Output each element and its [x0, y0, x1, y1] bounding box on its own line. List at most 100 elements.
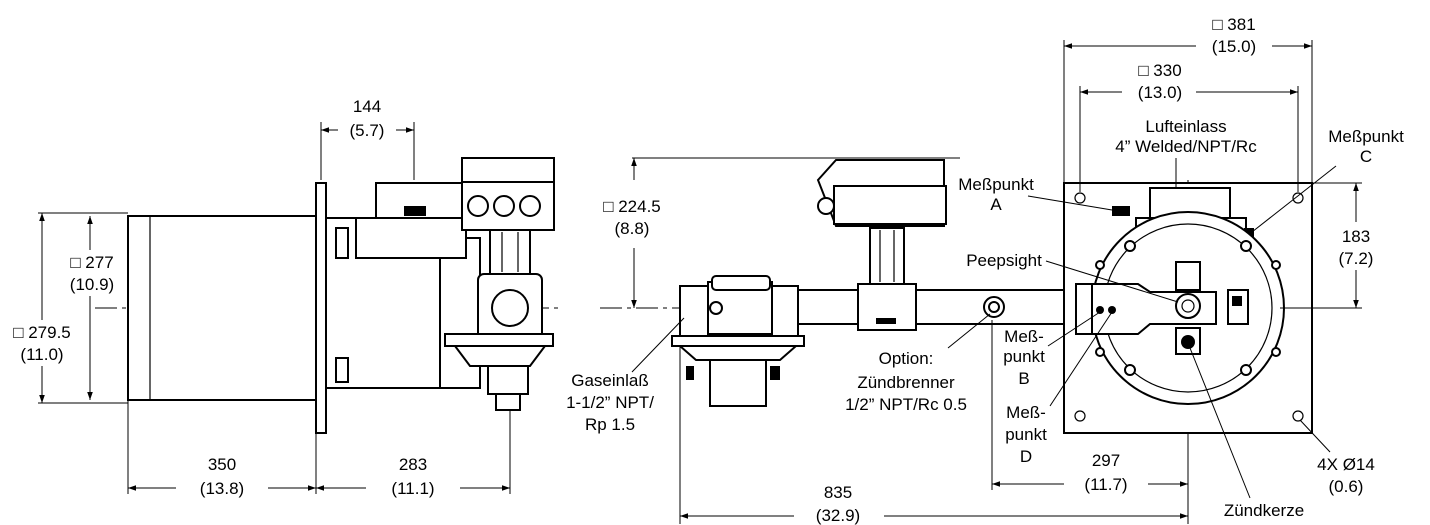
dim-283: 283 — [399, 455, 427, 474]
body-bolt-top — [335, 227, 349, 259]
dim-224: □ 224.5 — [603, 197, 661, 216]
scanner-detail — [1232, 296, 1242, 306]
flange-bolt — [1271, 260, 1281, 270]
flange-bolt — [1095, 347, 1105, 357]
regulator-cap — [495, 393, 521, 411]
dim-283-in: (11.1) — [391, 479, 434, 498]
dim-144-in: (5.7) — [350, 121, 385, 140]
dim-381: □ 381 — [1212, 15, 1255, 34]
gas-inlet-label-1: Gaseinlaß — [571, 371, 648, 390]
spark-plug-label: Zündkerze — [1224, 501, 1304, 520]
ignition-port-top — [1175, 261, 1201, 291]
pilot-port-inner — [988, 301, 1000, 313]
leader-line — [631, 317, 685, 373]
valve-stem — [869, 227, 905, 285]
dim-183: 183 — [1342, 227, 1370, 246]
dim-183-in: (7.2) — [1339, 249, 1374, 268]
flange-bolt — [1124, 240, 1136, 252]
measure-point-d-label-2: punkt — [1005, 425, 1047, 444]
leader-line — [1045, 260, 1179, 303]
dim-350: 350 — [208, 455, 236, 474]
dim-297: 297 — [1092, 451, 1120, 470]
air-inlet-label-1: Lufteinlass — [1145, 117, 1226, 136]
cable-gland-3 — [519, 195, 541, 217]
regulator-spring — [487, 365, 529, 395]
leader-line — [1047, 311, 1101, 347]
measure-nipple-a — [1112, 206, 1130, 216]
regulator-flange — [671, 335, 805, 347]
side-view — [95, 157, 560, 434]
valve-linkage — [489, 229, 531, 275]
body-bolt-bottom — [335, 357, 349, 383]
pilot-option-label-2: Zündbrenner — [857, 373, 955, 392]
measure-point-b-label-1: Meß- — [1004, 327, 1044, 346]
dim-279: □ 279.5 — [13, 323, 71, 342]
vent-left — [686, 366, 694, 380]
vent-right — [770, 366, 780, 380]
dim-297-in: (11.7) — [1084, 475, 1127, 494]
dim-330: □ 330 — [1138, 61, 1181, 80]
dim-835: 835 — [824, 483, 852, 502]
dim-330-in: (13.0) — [1138, 83, 1182, 102]
actuator-housing — [833, 185, 947, 225]
measure-point-d-letter: D — [1020, 447, 1032, 466]
regulator-diaphragm-front — [677, 345, 799, 361]
holes-label: 4X Ø14 — [1317, 455, 1375, 474]
flange-bolt — [1240, 364, 1252, 376]
measure-nipple-b — [1096, 306, 1104, 314]
valve-nut — [876, 318, 896, 324]
peepsight-glass — [1181, 299, 1195, 313]
flange-bolt — [1095, 260, 1105, 270]
scanner-mount — [1227, 289, 1249, 325]
gas-port — [491, 289, 529, 327]
measure-point-a-letter: A — [990, 195, 1002, 214]
cable-gland-2 — [493, 195, 515, 217]
front-view-dimensions: □ 224.5 (8.8) □ 381 (15.0) □ 330 (13.0) … — [566, 15, 1404, 525]
dim-381-in: (15.0) — [1212, 37, 1256, 56]
dim-279-in: (11.0) — [20, 345, 63, 364]
dim-277: □ 277 — [70, 253, 113, 272]
measure-point-b-label-2: punkt — [1003, 347, 1045, 366]
measure-point-c-letter: C — [1360, 147, 1372, 166]
regulator-lower — [709, 359, 767, 407]
measure-nipple-d — [1108, 306, 1116, 314]
front-view — [600, 159, 1313, 440]
leader-line — [1189, 347, 1251, 499]
peepsight-body — [1175, 293, 1201, 319]
actuator-gland — [817, 197, 835, 215]
gas-inlet-label-3: Rp 1.5 — [585, 415, 635, 434]
mounting-flange — [315, 182, 327, 434]
leader-line — [947, 313, 991, 349]
regulator-diaphragm — [453, 345, 547, 367]
leader-line — [1299, 419, 1331, 453]
air-inlet-flange — [355, 217, 467, 259]
dim-144: 144 — [353, 97, 381, 116]
measure-point-b-letter: B — [1018, 369, 1029, 388]
pilot-option-label-1: Option: — [879, 349, 934, 368]
measure-point-a-label: Meßpunkt — [958, 175, 1034, 194]
burner-tube — [127, 215, 317, 401]
holes-label-in: (0.6) — [1329, 477, 1364, 496]
leader-line — [1027, 195, 1113, 211]
regulator-port — [709, 301, 723, 315]
leader-line — [1049, 311, 1113, 407]
regulator-top — [444, 333, 554, 347]
leader-line — [1251, 165, 1337, 233]
measuring-nipple — [404, 206, 426, 216]
pilot-option-label-3: 1/2” NPT/Rc 0.5 — [845, 395, 967, 414]
plate-hole — [1074, 410, 1086, 422]
flange-bolt — [1124, 364, 1136, 376]
gas-pipe — [797, 289, 1079, 325]
flange-bolt — [1271, 347, 1281, 357]
measure-point-c-label: Meßpunkt — [1328, 127, 1404, 146]
peepsight-label: Peepsight — [966, 251, 1042, 270]
regulator-cap-top — [711, 275, 771, 291]
side-view-dimensions: 144 (5.7) □ 279.5 (11.0) □ 277 (10.9) 35… — [13, 97, 511, 498]
dim-835-in: (32.9) — [816, 506, 860, 525]
cable-gland-1 — [467, 195, 489, 217]
plate-hole — [1292, 410, 1304, 422]
measure-point-d-label-1: Meß- — [1006, 403, 1046, 422]
plate-hole — [1074, 192, 1086, 204]
spark-plug-head — [1181, 335, 1195, 349]
